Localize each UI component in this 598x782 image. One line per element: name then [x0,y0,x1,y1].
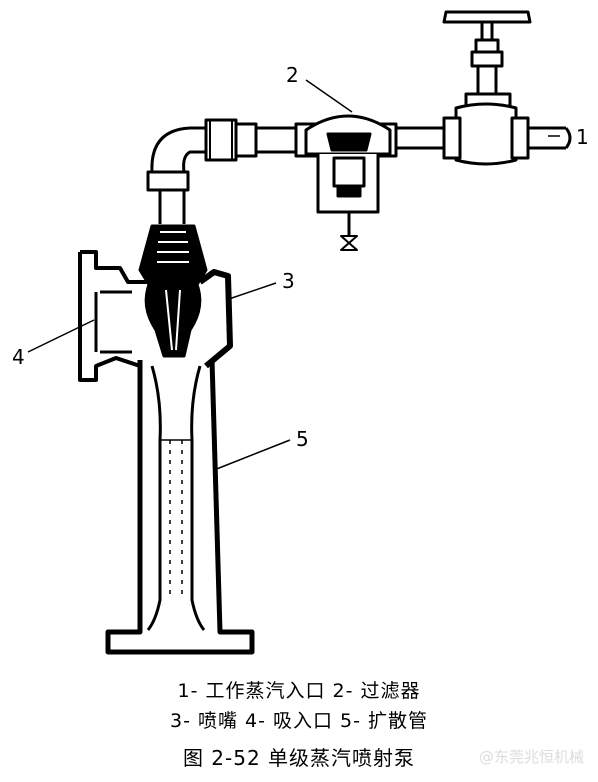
diffuser-tube [105,359,255,655]
legend-line-1: 1- 工作蒸汽入口 2- 过滤器 [177,680,421,702]
steam-nozzle [138,224,208,358]
figure-caption: 图 2-52 单级蒸汽喷射泵 [182,746,416,770]
pipe-elbow [146,126,206,224]
callout-3: 3 [282,269,295,293]
callout-2: 2 [286,63,299,87]
steam-valve-body [442,102,572,166]
callout-5: 5 [296,427,309,451]
steam-pipe-right [396,126,444,150]
watermark: @东莞兆恒机械 [478,748,584,766]
steam-pipe-left [190,118,296,162]
valve-handwheel [442,10,532,108]
steam-filter [294,114,398,251]
legend-line-2: 3- 喷嘴 4- 吸入口 5- 扩散管 [169,710,429,732]
leader-lines [27,79,560,471]
pump-housing [78,250,233,382]
callout-4: 4 [12,345,25,369]
callout-1: 1 [576,125,589,149]
